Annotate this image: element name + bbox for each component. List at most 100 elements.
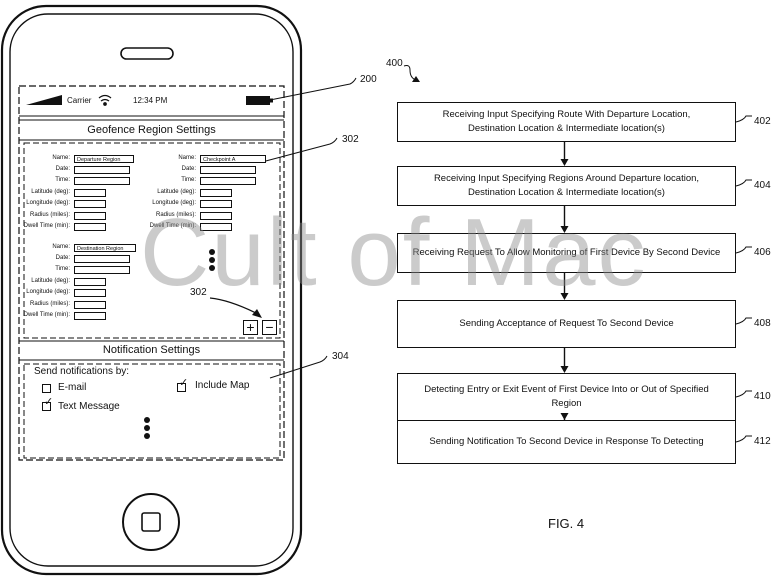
email-option-label: E-mail	[58, 382, 87, 393]
region-field-input[interactable]	[74, 277, 106, 286]
region-field-label: Latitude (deg):	[31, 278, 70, 284]
flow-step-ref-406: 406	[754, 247, 771, 258]
battery-icon	[246, 96, 273, 105]
region-field-label: Radius (miles):	[155, 212, 196, 218]
region-field-label: Time:	[55, 266, 70, 272]
wifi-icon	[98, 94, 112, 106]
geofence-settings-title: Geofence Region Settings	[87, 124, 216, 136]
regions-panel-boundary	[23, 142, 281, 339]
more-regions-dot	[209, 249, 215, 255]
region-field-input[interactable]	[74, 176, 130, 185]
region-field-label: Time:	[55, 177, 70, 183]
region-field-label: Longitude (deg):	[26, 200, 70, 206]
flow-step-404: Receiving Input Specifying Regions Aroun…	[397, 166, 736, 206]
add-region-button[interactable]: +	[243, 320, 258, 335]
text-message-option-label: Text Message	[58, 401, 120, 412]
status-time: 12:34 PM	[133, 96, 168, 105]
region-field-label: Radius (miles):	[29, 301, 70, 307]
region-field-label: Radius (miles):	[29, 212, 70, 218]
leader-line-304	[269, 355, 328, 379]
remove-region-button[interactable]: −	[262, 320, 277, 335]
region-field-input[interactable]	[74, 188, 106, 197]
text-message-checkbox[interactable]	[42, 402, 51, 411]
more-regions-dot	[209, 265, 215, 271]
region-field-input[interactable]	[200, 222, 232, 231]
region-field-label: Name:	[178, 155, 196, 161]
notification-panel-boundary	[23, 363, 281, 459]
region-field-input[interactable]	[74, 211, 106, 220]
region-field-input[interactable]	[200, 199, 232, 208]
region-name-input[interactable]: Destination Region	[74, 243, 136, 252]
region-field-input[interactable]	[74, 311, 106, 320]
send-notifications-label: Send notifications by:	[34, 366, 130, 377]
region-field-label: Time:	[181, 177, 196, 183]
flow-step-406: Receiving Request To Allow Monitoring of…	[397, 233, 736, 273]
ref-numeral-302-bottom: 302	[190, 287, 207, 298]
leader-arrow-400	[412, 76, 420, 82]
notification-settings-title: Notification Settings	[102, 344, 201, 356]
home-button[interactable]	[122, 493, 180, 551]
region-field-label: Latitude (deg):	[157, 189, 196, 195]
flow-step-ref-412: 412	[754, 436, 771, 447]
region-field-label: Date:	[55, 255, 70, 261]
include-map-option-label: Include Map	[195, 380, 250, 391]
leader-line-400	[403, 65, 417, 81]
ref-numeral-200: 200	[360, 74, 377, 85]
region-field-input[interactable]	[74, 254, 130, 263]
region-field-input[interactable]	[200, 165, 256, 174]
region-field-label: Dwell Time (min):	[23, 312, 70, 318]
flow-step-ref-402: 402	[754, 116, 771, 127]
flow-step-ref-404: 404	[754, 180, 771, 191]
leader-line-200	[269, 77, 357, 101]
flow-step-ref-leader	[735, 435, 752, 443]
flow-step-ref-leader	[735, 115, 752, 123]
more-options-dot	[144, 417, 150, 423]
flow-connector-arrow	[560, 226, 569, 233]
more-options-dot	[144, 433, 150, 439]
email-checkbox[interactable]	[42, 384, 51, 393]
flow-step-ref-leader	[735, 179, 752, 187]
region-field-input[interactable]	[74, 300, 106, 309]
figure-label: FIG. 4	[548, 516, 585, 531]
flow-step-412: Sending Notification To Second Device in…	[397, 420, 736, 464]
region-field-input[interactable]	[200, 176, 256, 185]
region-field-input[interactable]	[74, 288, 106, 297]
region-field-label: Dwell Time (min):	[23, 223, 70, 229]
flow-step-408: Sending Acceptance of Request To Second …	[397, 300, 736, 348]
flow-connector-arrow	[560, 366, 569, 373]
ref-numeral-302-top: 302	[342, 134, 359, 145]
region-field-input[interactable]	[200, 211, 232, 220]
flow-step-ref-410: 410	[754, 391, 771, 402]
region-field-label: Longitude (deg):	[152, 200, 196, 206]
region-field-label: Date:	[181, 166, 196, 172]
screen-boundary	[18, 85, 285, 461]
region-field-label: Dwell Time (min):	[149, 223, 196, 229]
region-field-input[interactable]	[74, 222, 106, 231]
signal-bars-icon	[26, 95, 62, 105]
region-field-label: Date:	[55, 166, 70, 172]
include-map-checkbox[interactable]	[177, 383, 186, 392]
flow-step-402: Receiving Input Specifying Route With De…	[397, 102, 736, 142]
region-field-input[interactable]	[74, 199, 106, 208]
leader-line-302b	[209, 297, 259, 315]
leader-arrow-302b	[252, 309, 262, 318]
flow-step-ref-408: 408	[754, 318, 771, 329]
region-name-input[interactable]: Departure Region	[74, 154, 134, 163]
flow-step-ref-leader	[735, 246, 752, 254]
phone-body-inner	[9, 13, 294, 567]
more-regions-dot	[209, 257, 215, 263]
region-field-label: Latitude (deg):	[31, 189, 70, 195]
flow-connector-arrow	[560, 293, 569, 300]
flow-connector-arrow	[560, 159, 569, 166]
ref-numeral-304: 304	[332, 351, 349, 362]
speaker-slot	[120, 47, 174, 60]
phone-body-outer	[0, 4, 303, 576]
home-button-square-icon	[141, 512, 161, 532]
region-field-label: Longitude (deg):	[26, 289, 70, 295]
region-field-input[interactable]	[200, 188, 232, 197]
region-field-input[interactable]	[74, 165, 130, 174]
region-name-input[interactable]: Checkpoint A	[200, 154, 266, 163]
region-field-input[interactable]	[74, 265, 130, 274]
